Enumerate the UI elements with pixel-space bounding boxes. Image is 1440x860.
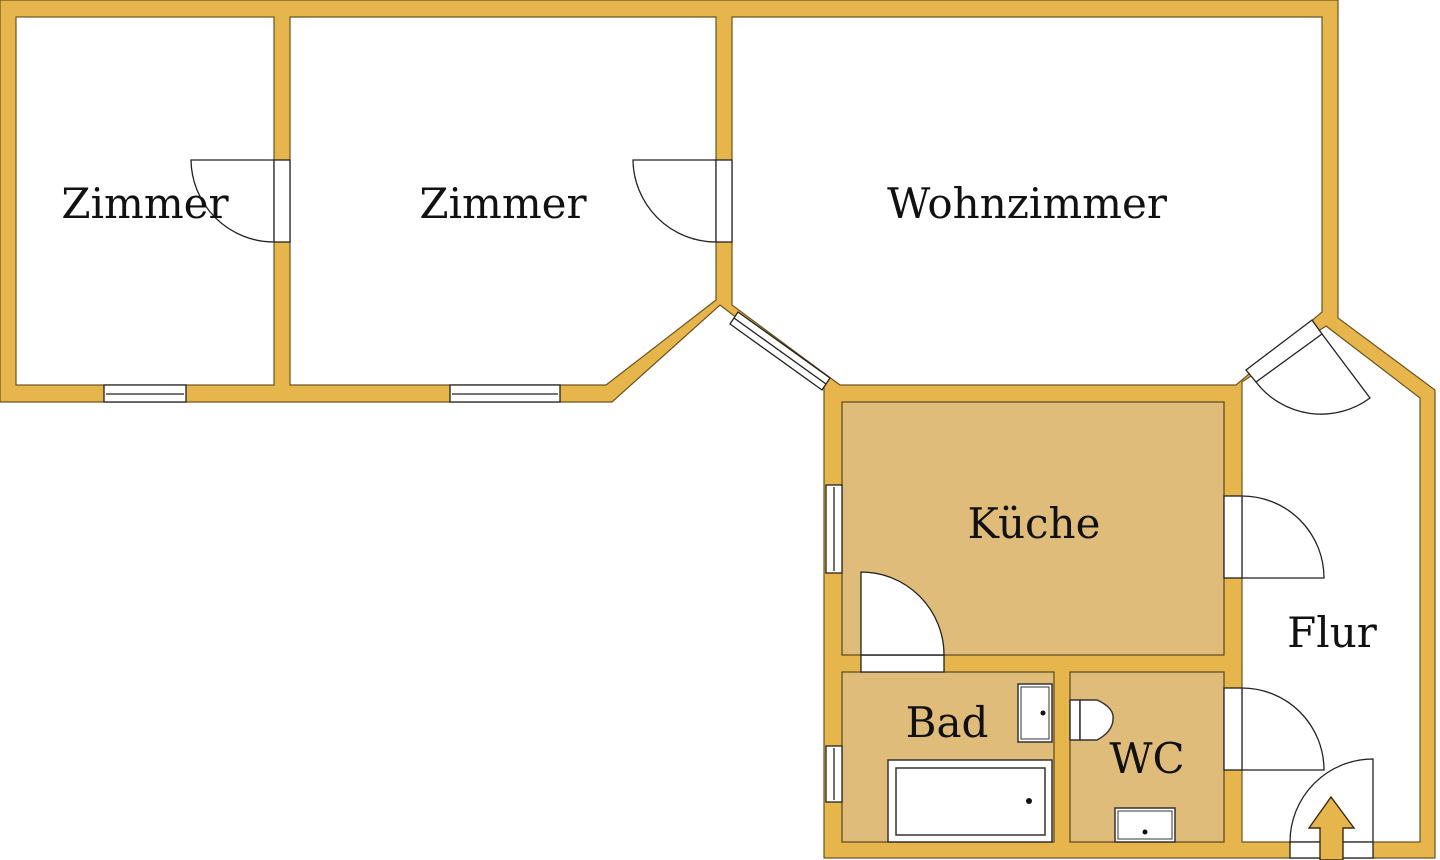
door-kueche-bad: [860, 571, 945, 673]
room-label-kueche: Küche: [968, 499, 1101, 548]
window-bad: [825, 745, 843, 803]
room-labels: Zimmer Zimmer Wohnzimmer Küche Bad WC Fl…: [61, 179, 1377, 783]
room-label-flur: Flur: [1287, 608, 1378, 657]
room-label-bad: Bad: [906, 698, 989, 747]
windows: [103, 311, 843, 803]
door-zimmer-1: [190, 159, 291, 243]
flur-floor: [1241, 325, 1421, 843]
room-label-zimmer-2: Zimmer: [419, 179, 587, 228]
door-zimmer-2: [632, 159, 733, 243]
door-wc-flur: [1223, 687, 1325, 771]
wohnzimmer-floor: [731, 16, 1323, 386]
window-kueche: [825, 484, 843, 574]
window-zimmer-2: [449, 384, 561, 403]
zimmer-2-floor: [289, 16, 717, 386]
fixtures: [887, 683, 1176, 843]
room-floors: [15, 16, 1421, 843]
toilet-icon: [1069, 699, 1114, 741]
entrance-arrow-up-icon: [1307, 795, 1356, 860]
door-wohnzimmer: [1245, 319, 1371, 415]
room-label-zimmer-1: Zimmer: [61, 179, 229, 228]
bad-sink-icon: [1017, 683, 1053, 743]
room-label-wc: WC: [1109, 734, 1184, 783]
zimmer-1-floor: [15, 16, 275, 386]
bathtub-icon: [887, 759, 1053, 843]
door-kueche-flur: [1223, 495, 1325, 579]
room-label-wohnzimmer: Wohnzimmer: [887, 179, 1168, 228]
window-zimmer-1: [103, 384, 187, 403]
window-wohnzimmer-slanted: [729, 311, 831, 391]
wc-sink-icon: [1114, 807, 1176, 843]
